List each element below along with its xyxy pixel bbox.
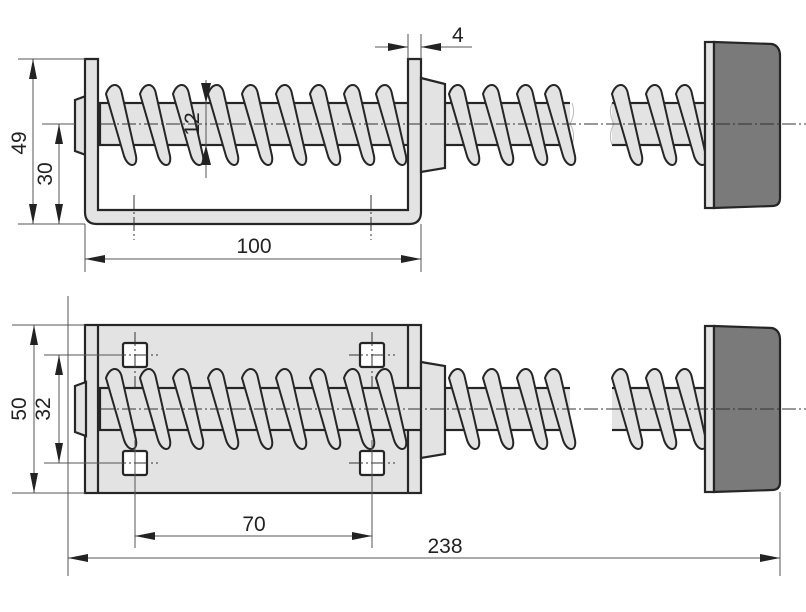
dimension-238: 238 — [67, 296, 781, 576]
bottom-view: 50 32 70 238 — [8, 296, 806, 576]
dim-label-50: 50 — [8, 397, 31, 420]
top-view: 49 30 12 4 100 — [8, 24, 806, 272]
dimension-32: 32 — [32, 354, 123, 464]
dimension-50: 50 — [8, 324, 85, 494]
dim-label-70: 70 — [242, 513, 265, 536]
dim-label-238: 238 — [427, 535, 462, 558]
rubber-pad — [703, 40, 782, 210]
collar — [419, 76, 447, 174]
dimension-49: 49 — [8, 58, 85, 225]
dimension-4: 4 — [375, 24, 472, 59]
mounting-holes — [112, 332, 395, 477]
dim-label-100: 100 — [236, 235, 271, 258]
collar — [419, 360, 447, 460]
u-bracket — [83, 57, 423, 226]
dimension-12: 12 — [181, 80, 211, 178]
dim-label-49: 49 — [8, 131, 31, 154]
rivet-head — [73, 380, 88, 438]
dim-label-32: 32 — [32, 397, 55, 420]
dim-label-4: 4 — [452, 24, 464, 47]
dimension-70: 70 — [134, 440, 373, 548]
dim-label-30: 30 — [34, 162, 57, 185]
dimension-100: 100 — [84, 224, 422, 272]
dimension-30: 30 — [34, 123, 75, 224]
dim-label-12: 12 — [181, 112, 204, 135]
